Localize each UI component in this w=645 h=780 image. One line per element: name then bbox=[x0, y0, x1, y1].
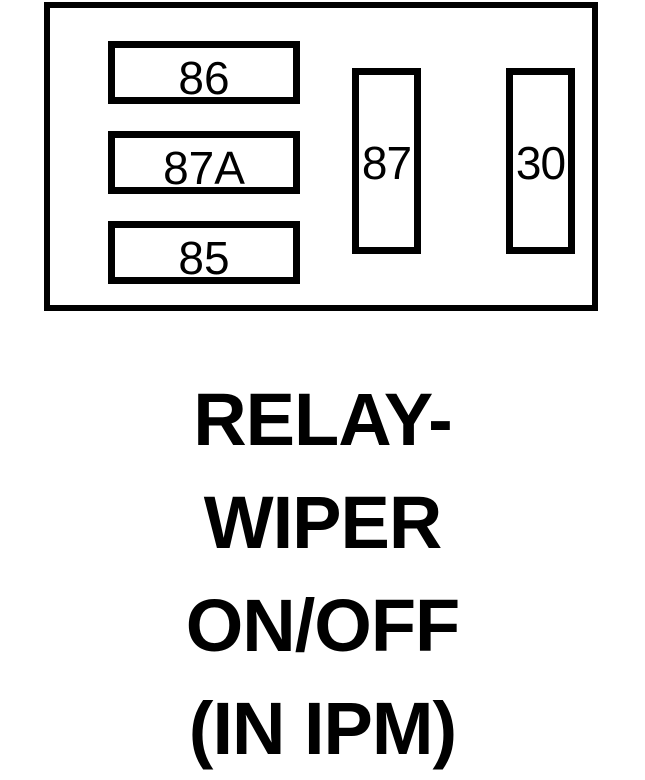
relay-terminal-85[interactable]: 85 bbox=[108, 221, 300, 284]
relay-terminal-86[interactable]: 86 bbox=[108, 41, 300, 104]
relay-terminal-30[interactable]: 30 bbox=[506, 68, 575, 254]
relay-terminal-85-label: 85 bbox=[178, 231, 230, 284]
caption-line-2: WIPER bbox=[203, 481, 443, 564]
caption-line-3: ON/OFF bbox=[185, 584, 461, 667]
relay-terminal-87[interactable]: 87 bbox=[352, 68, 421, 254]
caption-line-1: RELAY- bbox=[193, 378, 453, 461]
relay-caption: RELAY- WIPER ON/OFF (IN IPM) bbox=[0, 368, 645, 780]
relay-terminal-87-label: 87 bbox=[361, 137, 412, 189]
relay-connector-body: 86 87A 85 87 30 bbox=[44, 2, 598, 311]
caption-line-4: (IN IPM) bbox=[188, 687, 457, 770]
relay-terminal-30-label: 30 bbox=[515, 137, 566, 189]
relay-terminal-87a-label: 87A bbox=[163, 141, 245, 194]
relay-terminal-86-label: 86 bbox=[178, 51, 230, 104]
relay-terminal-87a[interactable]: 87A bbox=[108, 131, 300, 194]
